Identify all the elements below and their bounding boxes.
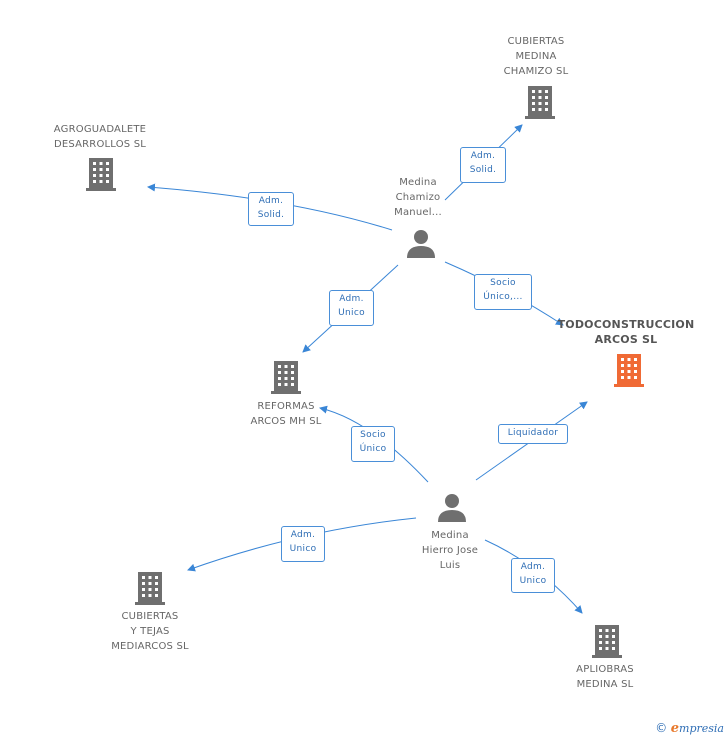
person-icon[interactable]	[437, 493, 467, 523]
building-icon[interactable]	[271, 359, 301, 395]
node-label-apliobras: APLIOBRAS MEDINA SL	[576, 664, 634, 690]
edge-label-adm-solid-cubiertas[interactable]: Adm. Solid.	[460, 147, 506, 183]
node-label-cubiertas-medina: CUBIERTAS MEDINA CHAMIZO SL	[503, 36, 569, 77]
edge-label-adm-unico-reformas[interactable]: Adm. Unico	[329, 290, 374, 326]
person-icon[interactable]	[406, 229, 436, 259]
building-icon[interactable]	[86, 156, 116, 192]
node-label-reformas: REFORMAS ARCOS MH SL	[250, 401, 322, 427]
copyright-symbol: ©	[655, 721, 668, 735]
empresia-logo[interactable]: © empresia	[655, 721, 724, 736]
node-label-agroguadalete: AGROGUADALETE DESARROLLOS SL	[53, 124, 147, 150]
brand-initial: e	[670, 721, 680, 736]
node-label-cubiertas-tejas: CUBIERTAS Y TEJAS MEDIARCOS SL	[111, 611, 189, 652]
building-icon[interactable]	[614, 352, 644, 388]
brand-name: mpresia	[679, 722, 724, 735]
edge-label-socio-unico-reformas[interactable]: Socio Único	[351, 426, 395, 462]
node-label-medina-hierro: Medina Hierro Jose Luis	[421, 530, 479, 571]
node-label-medina-chamizo: Medina Chamizo Manuel...	[394, 177, 442, 218]
building-icon[interactable]	[592, 623, 622, 659]
edge-label-adm-solid-agroguadalete[interactable]: Adm. Solid.	[248, 192, 294, 226]
building-icon[interactable]	[525, 84, 555, 120]
node-label-todoconstruccion: TODOCONSTRUCCION ARCOS SL	[557, 318, 695, 346]
edge-label-liquidador[interactable]: Liquidador	[498, 424, 568, 444]
edge-label-socio-unico-todo[interactable]: Socio Único,...	[474, 274, 532, 310]
edge-label-adm-unico-apliobras[interactable]: Adm. Unico	[511, 558, 555, 593]
building-icon[interactable]	[135, 570, 165, 606]
edge-label-adm-unico-cubiertas-tejas[interactable]: Adm. Unico	[281, 526, 325, 562]
